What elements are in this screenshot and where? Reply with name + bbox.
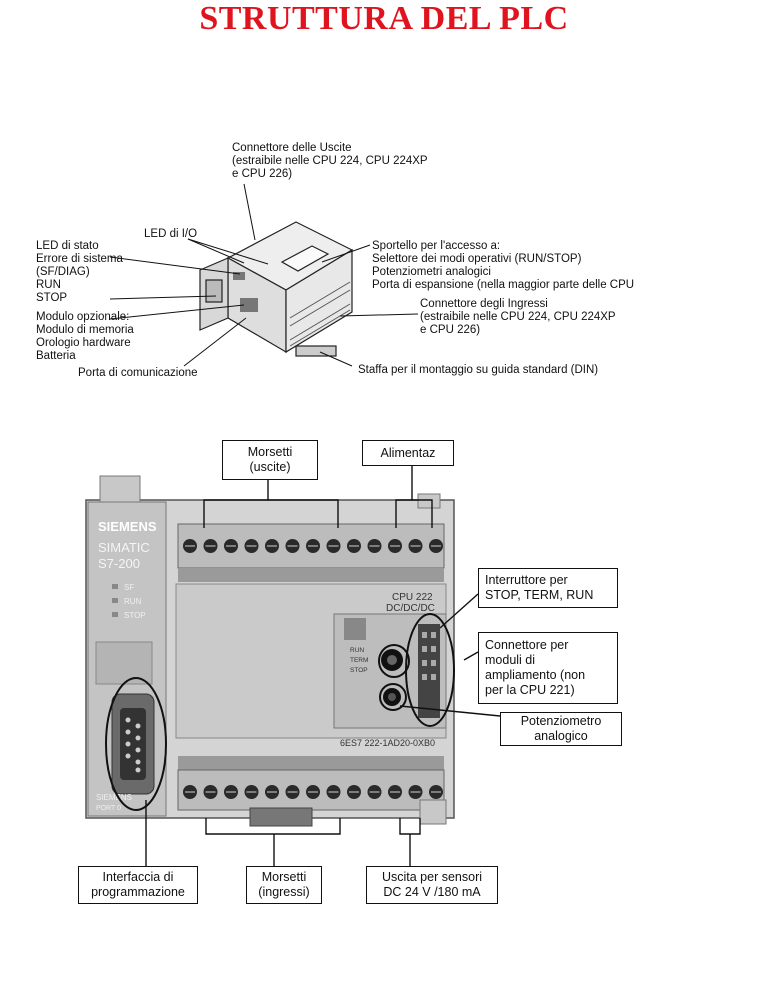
device-simatic: SIMATIC: [98, 540, 150, 555]
switch-run-text: RUN: [350, 647, 364, 654]
plc-sketch: [109, 183, 419, 367]
switch-box: Interruttore per STOP, TERM, RUN: [478, 568, 618, 608]
switch-term-text: TERM: [350, 657, 368, 664]
power-box: Alimentaz: [362, 440, 454, 466]
device-cpu: CPU 222: [392, 592, 433, 603]
expansion-ellipse: [405, 613, 455, 727]
access-door-label: Sportello per l'accesso a: Selettore dei…: [372, 240, 635, 291]
page-title: STRUTTURA DEL PLC: [199, 0, 569, 37]
comm-port-shape: [240, 298, 258, 312]
potentiometer-ellipse: [379, 683, 407, 711]
sensor-out-box: Uscita per sensori DC 24 V /180 mA: [366, 866, 498, 904]
led-io-label: LED di I/O: [144, 228, 198, 240]
prog-interface-ellipse: [105, 677, 167, 811]
led-run-text: RUN: [124, 597, 142, 606]
led-stop-text: STOP: [124, 611, 146, 620]
device-model: S7-200: [98, 556, 140, 571]
leader-lines: [109, 183, 419, 367]
expansion-box: Connettore per moduli di ampliamento (no…: [478, 632, 618, 704]
switch-stop-text: STOP: [350, 667, 368, 674]
device-port-text: PORT 0: [96, 805, 121, 812]
status-led-label: LED di stato Errore di sistema (SF/DIAG)…: [36, 240, 123, 304]
input-connector-label: Connettore degli Ingressi (estraibile ne…: [420, 298, 616, 336]
switch-ellipse: [378, 644, 410, 678]
terminals-out-box: Morsetti (uscite): [222, 440, 318, 480]
terminals-in-box: Morsetti (ingressi): [246, 866, 322, 904]
device-cpu-type: DC/DC/DC: [386, 603, 435, 614]
device-part-no: 6ES7 222-1AD20-0XB0: [340, 738, 435, 748]
comm-port-label: Porta di comunicazione: [78, 367, 198, 379]
led-sf-text: SF: [124, 583, 134, 592]
device-brand: SIEMENS: [98, 519, 157, 534]
optional-module-label: Modulo opzionale: Modulo di memoria Orol…: [36, 311, 134, 362]
device-bottom-brand: SIEMENS: [96, 793, 132, 802]
potentiometer-box: Potenziometro analogico: [500, 712, 622, 746]
callout-lines: [145, 464, 501, 874]
din-bracket-label: Staffa per il montaggio su guida standar…: [358, 364, 599, 376]
prog-interface-box: Interfaccia di programmazione: [78, 866, 198, 904]
output-connector-label: Connettore delle Uscite (estraibile nell…: [232, 142, 428, 180]
